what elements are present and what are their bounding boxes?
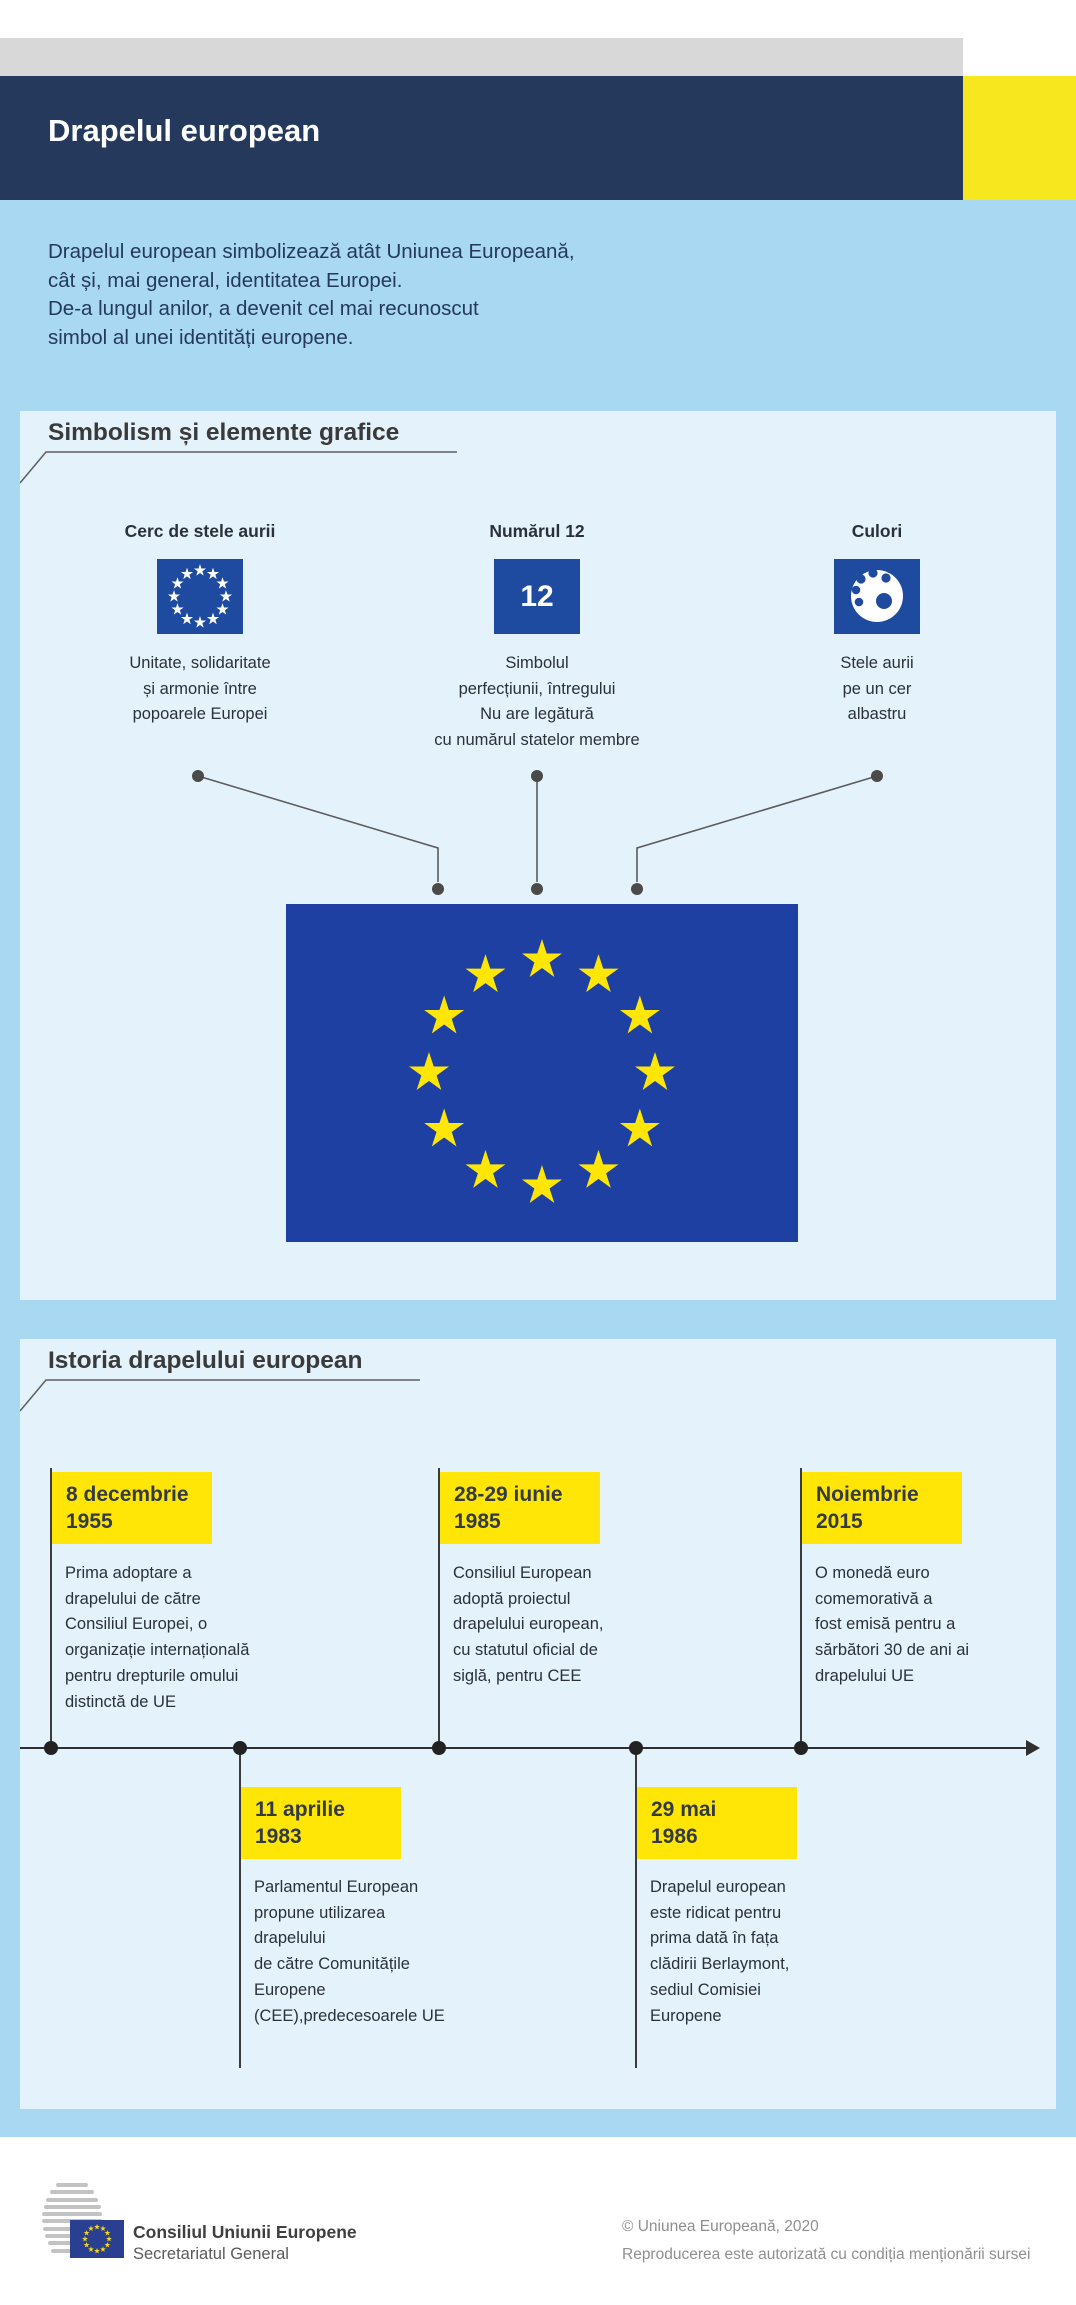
column-desc-colors: Stele aurii pe un cer albastru (840, 654, 914, 723)
event-desc-2015: O monedă euro comemorativă a fost emisă … (815, 1564, 970, 1685)
symbolism-section: Simbolism și elemente grafice Cerc de st… (20, 411, 1056, 1300)
timeline-dot (431, 1741, 446, 1755)
event-desc-1985: Consiliul European adoptă proiectul drap… (453, 1564, 604, 1685)
event-date-1986: 29 mai 1986 (637, 1787, 797, 1859)
header-banner (0, 76, 963, 200)
intro-paragraph: Drapelul european simbolizează atât Uniu… (48, 240, 575, 349)
timeline-axis (20, 1747, 1028, 1749)
column-desc-number12: Simbolul perfecțiunii, întregului Nu are… (434, 654, 640, 749)
timeline-arrowhead (1026, 1740, 1040, 1756)
event-date-2015: Noiembrie 2015 (802, 1472, 962, 1544)
event-stem (635, 1748, 637, 2068)
timeline-dot (793, 1741, 808, 1755)
column-desc-stars: Unitate, solidaritate și armonie între p… (129, 654, 271, 723)
event-desc-1955: Prima adoptare a drapelului de către Con… (65, 1564, 250, 1711)
timeline-dot (628, 1741, 643, 1755)
council-logo-eu-flag (70, 2220, 124, 2258)
symbolism-section-title: Simbolism și elemente grafice (48, 419, 400, 446)
eu-flag (286, 904, 798, 1242)
title-underline-rule (20, 1379, 420, 1412)
event-stem (239, 1748, 241, 2068)
number-12-icon: 12 (494, 559, 580, 634)
column-heading-number12: Numărul 12 (489, 521, 585, 541)
page-title: Drapelul european (48, 113, 321, 148)
event-date-1985: 28-29 iunie 1985 (440, 1472, 600, 1544)
history-section-title: Istoria drapelului european (48, 1347, 363, 1374)
event-desc-1983: Parlamentul European propune utilizarea … (254, 1878, 445, 2025)
footer-org-name: Consiliul Uniunii Europene (133, 2222, 357, 2242)
copyright-line: © Uniunea Europeană, 2020 (622, 2218, 819, 2235)
footer-org-unit: Secretariatul General (133, 2245, 289, 2263)
event-date-1955: 8 decembrie 1955 (52, 1472, 212, 1544)
header-yellow-block (963, 76, 1076, 200)
top-gray-bar (0, 38, 963, 76)
event-desc-1986: Drapelul european este ridicat pentru pr… (650, 1878, 790, 2025)
column-heading-colors: Culori (851, 521, 903, 541)
history-section: Istoria drapelului european 8 decembrie … (20, 1339, 1056, 2109)
eu-stars-circle-icon (157, 559, 243, 634)
title-underline-rule (20, 451, 457, 484)
number-12-label: 12 (520, 579, 554, 613)
event-stem (50, 1468, 52, 1749)
timeline-dot (43, 1741, 58, 1755)
footer-copyright: © Uniunea Europeană, 2020 Reproducerea e… (622, 2213, 1030, 2268)
license-line: Reproducerea este autorizată cu condiția… (622, 2245, 1031, 2263)
event-stem (438, 1468, 440, 1749)
column-heading-stars: Cerc de stele aurii (124, 521, 276, 541)
palette-icon (834, 559, 920, 634)
connector-lines (192, 770, 883, 895)
event-stem (800, 1468, 802, 1749)
event-date-1983: 11 aprilie 1983 (241, 1787, 401, 1859)
timeline-dot (232, 1741, 247, 1755)
